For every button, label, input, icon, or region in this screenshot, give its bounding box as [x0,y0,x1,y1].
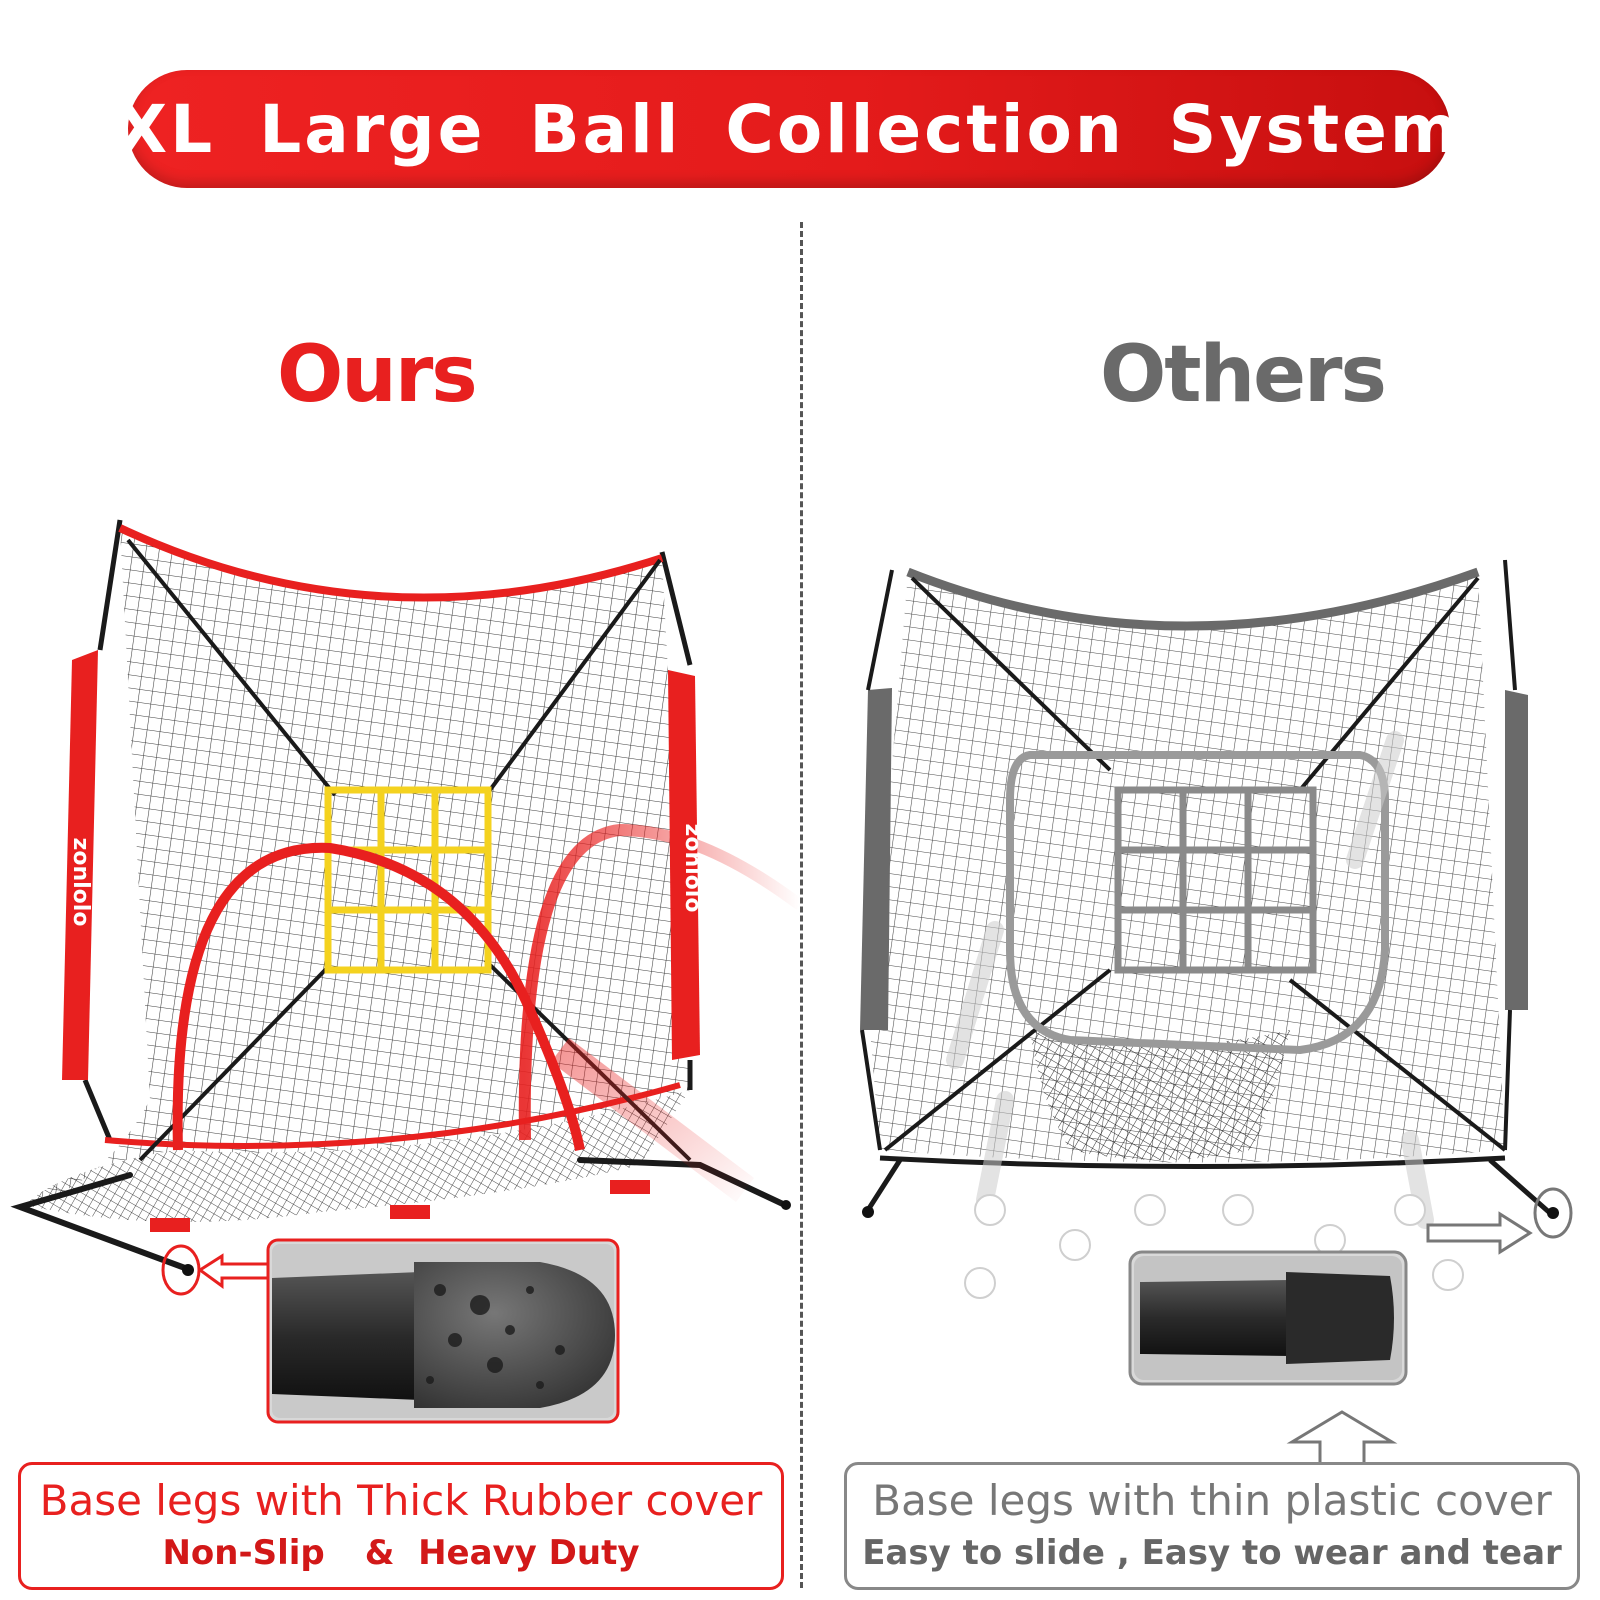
page-title: XL Large Ball Collection System [116,90,1462,168]
ours-label: Ours [277,330,478,420]
title-banner: XL Large Ball Collection System [116,70,1459,188]
ours-caption-box: Base legs with Thick Rubber cover Non-Sl… [18,1462,784,1590]
ours-leg-callout [161,1244,270,1296]
ours-feature-non-slip: Non-Slip [162,1533,325,1573]
others-leg-callout [1426,1187,1573,1255]
ours-caption-sub: Non-Slip& Heavy Duty [21,1531,781,1575]
ours-rubber-tip-photo [266,1238,620,1424]
highlight-circle-icon [1533,1187,1573,1239]
ours-net-illustration: zonlolo zonlolo [10,519,804,1276]
others-plastic-tip-photo [1128,1250,1408,1386]
ours-brand-left: zonlolo [68,838,93,927]
others-caption-main: Base legs with thin plastic cover [872,1476,1552,1525]
ours-feature-heavy-duty: Heavy Duty [418,1533,640,1573]
ours-brand-right: zonlolo [680,824,705,913]
others-caption-box: Base legs with thin plastic cover Easy t… [844,1462,1580,1590]
others-net-illustration [860,559,1559,1299]
others-caption-sub: Easy to slide , Easy to wear and tear [862,1533,1562,1573]
others-label: Others [1100,330,1387,420]
comparison-divider [800,222,803,1588]
arrow-left-outline-icon [197,1253,270,1289]
arrow-right-outline-icon [1426,1211,1533,1255]
ours-feature-separator: & [364,1533,395,1573]
ours-caption-main: Base legs with Thick Rubber cover [39,1476,763,1525]
